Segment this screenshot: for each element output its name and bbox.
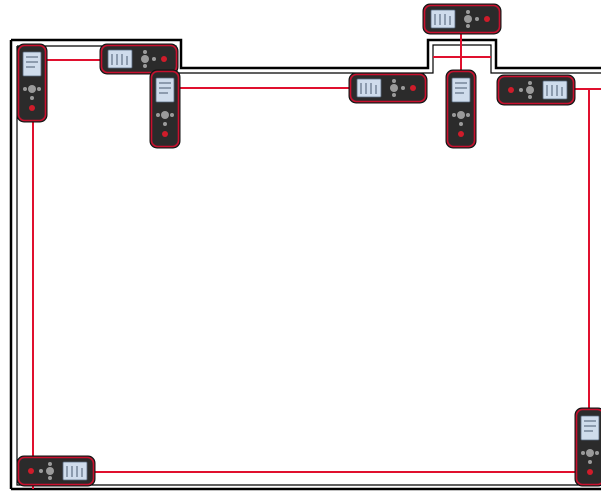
laser-lines	[32, 32, 601, 489]
laser-distance-meter-icon	[445, 69, 477, 149]
laser-distance-meter-icon	[16, 43, 48, 123]
laser-distance-meter-icon	[422, 3, 502, 35]
room-inner-wall	[16, 44, 601, 486]
laser-distance-meter-icon	[496, 74, 576, 106]
room-outer-wall	[11, 38, 601, 491]
laser-distance-meter-icon	[348, 72, 428, 104]
room-walls	[9, 38, 601, 491]
laser-distance-meter-icon	[149, 69, 181, 149]
laser-distance-meter-icon	[16, 455, 96, 487]
devices	[16, 3, 601, 487]
laser-distance-meter-icon	[574, 407, 601, 487]
